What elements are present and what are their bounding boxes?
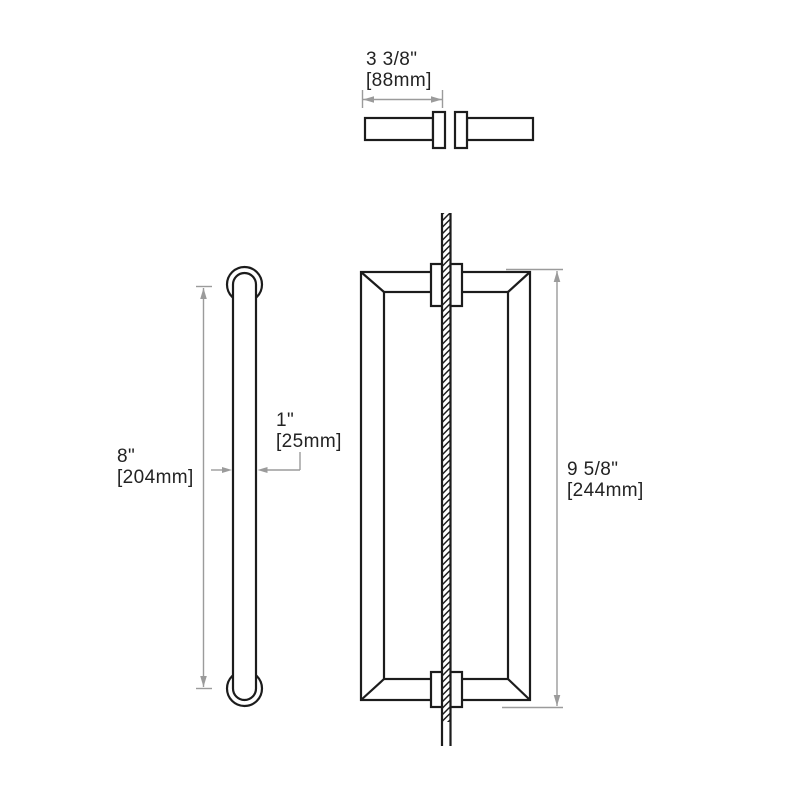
dim-bar-diameter-inches: 1" [276,410,295,431]
dim-projection-metric: [88mm] [366,70,432,91]
dim-overall-length-lines [502,268,563,709]
side-view-bar [231,271,258,702]
top-view-left-bar [363,116,435,142]
dim-label-overall-length: 9 5/8" [244mm] [567,459,644,501]
dim-center-to-center-lines [196,285,212,690]
dim-center-to-center-metric: [204mm] [117,467,194,488]
arrow-left-icon [257,467,268,473]
arrow-left-icon [363,96,374,103]
arrow-right-icon [222,467,232,473]
arrow-down-icon [200,676,207,687]
dim-label-center-to-center: 8" [204mm] [117,446,194,488]
top-view-left-flange [431,110,447,150]
side-profile-view [225,265,264,708]
dim-center-to-center-inches: 8" [117,446,136,467]
dim-label-bar-diameter: 1" [25mm] [276,410,342,452]
miter-top-right [507,271,531,293]
arrow-right-icon [431,96,442,103]
glass-hatching [441,213,451,722]
dim-bar-diameter-lines [211,452,301,473]
dim-projection-lines [361,90,444,108]
top-section-view [363,110,535,150]
miter-top-left [360,271,385,293]
arrow-up-icon [200,288,207,299]
arrow-up-icon [553,271,561,282]
top-view-right-bar [465,116,535,142]
dim-projection-inches: 3 3/8" [366,49,418,70]
dim-bar-diameter-metric: [25mm] [276,431,342,452]
arrow-down-icon [553,695,561,706]
front-view [359,213,532,746]
glass-panel [440,213,452,746]
dim-label-projection: 3 3/8" [88mm] [366,49,432,91]
dim-overall-length-metric: [244mm] [567,480,644,501]
top-view-right-flange [453,110,469,150]
miter-bottom-right [507,678,531,701]
dim-overall-length-inches: 9 5/8" [567,459,619,480]
miter-bottom-left [360,678,385,701]
